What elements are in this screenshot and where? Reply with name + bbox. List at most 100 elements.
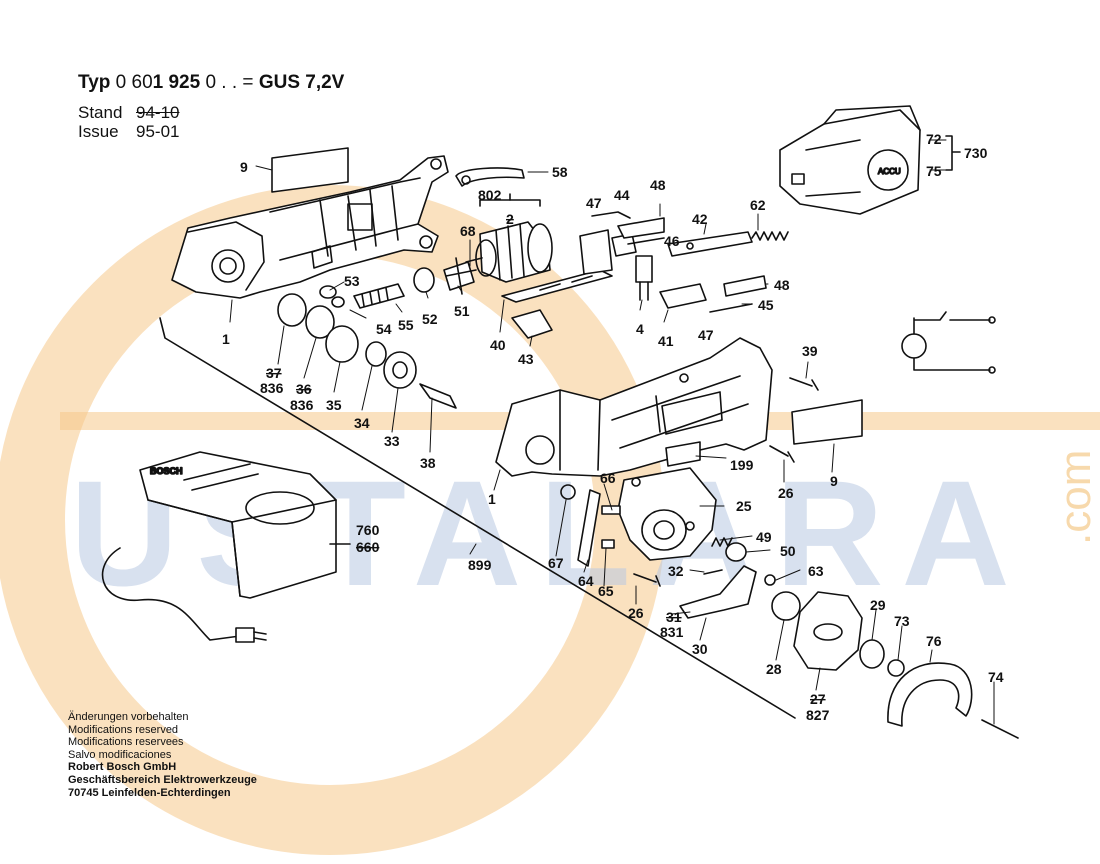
part-63: [764, 574, 776, 586]
screw-74: [981, 719, 1019, 739]
washer-67: [560, 484, 576, 500]
label-42: 42: [692, 211, 708, 227]
label-39: 39: [802, 343, 818, 359]
spring-47: [591, 211, 631, 219]
spring-49: [711, 537, 733, 547]
label-9-right: 9: [830, 473, 838, 489]
label-49: 49: [756, 529, 772, 545]
typ-number-post: 0 . . =: [200, 72, 254, 93]
label-836-b: 836: [290, 397, 314, 413]
gear-train: [277, 267, 457, 409]
label-44: 44: [614, 187, 630, 203]
assembly-divider-line: [159, 317, 796, 719]
label-41: 41: [658, 333, 674, 349]
label-45: 45: [758, 297, 774, 313]
blade-27-hole: [813, 623, 843, 641]
slider-42: [667, 231, 753, 257]
label-48-low: 48: [774, 277, 790, 293]
label-58: 58: [552, 164, 568, 180]
cap-50: [725, 542, 747, 562]
label-76: 76: [926, 633, 942, 649]
label-35: 35: [326, 397, 342, 413]
part-46: [627, 237, 665, 245]
label-67: 67: [548, 555, 564, 571]
label-1-right: 1: [488, 491, 496, 507]
label-30: 30: [692, 641, 708, 657]
cam-28: [771, 591, 801, 621]
label-74: 74: [988, 669, 1004, 685]
housing-half-left: [171, 155, 449, 299]
label-47-top: 47: [586, 195, 602, 211]
label-48-top: 48: [650, 177, 666, 193]
label-27: 27: [810, 691, 826, 707]
label-65: 65: [598, 583, 614, 599]
label-63: 63: [808, 563, 824, 579]
stand-label: Stand: [78, 103, 123, 122]
label-66: 66: [600, 470, 616, 486]
footer-line-en: Modifications reserved: [68, 723, 179, 736]
motor: [465, 221, 553, 283]
footer-address: 70745 Leinfelden-Echterdingen: [68, 786, 231, 799]
blade-holder: [617, 467, 717, 561]
label-54: 54: [376, 321, 392, 337]
label-plate-top: [271, 147, 349, 193]
lever-30: [679, 565, 757, 619]
contact-41: [659, 283, 707, 309]
washer-29: [859, 639, 885, 669]
label-43: 43: [518, 351, 534, 367]
footer-notes: Änderungen vorbehalten Modifications res…: [68, 711, 257, 799]
accu-badge: ACCU: [878, 167, 901, 176]
label-55: 55: [398, 317, 414, 333]
footer-line-es: Salvo modificaciones: [68, 748, 172, 761]
battery-pack: ACCU: [779, 105, 921, 215]
cover-48b: [723, 275, 767, 297]
label-827: 827: [806, 707, 830, 723]
label-836-a: 836: [260, 380, 284, 396]
issue-value: 95-01: [136, 122, 180, 141]
footer-company: Robert Bosch GmbH: [68, 761, 177, 774]
label-831: 831: [660, 624, 684, 640]
typ-label: Typ: [78, 72, 111, 93]
issue-line: Issue 95-01: [78, 122, 179, 142]
label-52: 52: [422, 311, 438, 327]
label-37: 37: [266, 365, 282, 381]
label-760: 760: [356, 522, 380, 538]
blade-27: [793, 591, 863, 671]
label-51: 51: [454, 303, 470, 319]
issue-label: Issue: [78, 122, 119, 141]
pin-45: [709, 303, 753, 313]
screw-26a: [769, 445, 795, 463]
switch-lever-43: [511, 309, 553, 339]
battery-bracket: [945, 135, 961, 171]
charger-brand: BOSCH: [150, 466, 183, 476]
label-62: 62: [750, 197, 766, 213]
label-33: 33: [384, 433, 400, 449]
leader-lines: [229, 139, 995, 725]
model-name: GUS 7,2V: [258, 72, 345, 93]
switch-4: [635, 255, 653, 301]
label-68: 68: [460, 223, 476, 239]
label-64: 64: [578, 573, 594, 589]
pin-65: [601, 539, 615, 549]
switch-plate: [501, 229, 637, 303]
label-802: 802: [478, 187, 502, 203]
label-4: 4: [636, 321, 644, 337]
cover-48: [617, 217, 665, 239]
stand-value: 94-10: [136, 103, 180, 122]
nut-73: [887, 659, 905, 677]
label-31: 31: [666, 609, 682, 625]
part-labels: 9 58 802 2 68 47 44 48 46 42 62 72 75 73…: [222, 131, 1004, 723]
typ-number-pre: 0 60: [115, 72, 153, 93]
footer-line-fr: Modifications reservees: [68, 736, 184, 749]
screw-39: [789, 377, 819, 391]
label-53: 53: [344, 273, 360, 289]
fan: [443, 257, 477, 295]
label-plate-right: [791, 399, 863, 445]
label-26-right: 26: [778, 485, 794, 501]
label-25: 25: [736, 498, 752, 514]
label-72: 72: [926, 131, 942, 147]
label-28: 28: [766, 661, 782, 677]
label-47-low: 47: [698, 327, 714, 343]
label-730: 730: [964, 145, 988, 161]
